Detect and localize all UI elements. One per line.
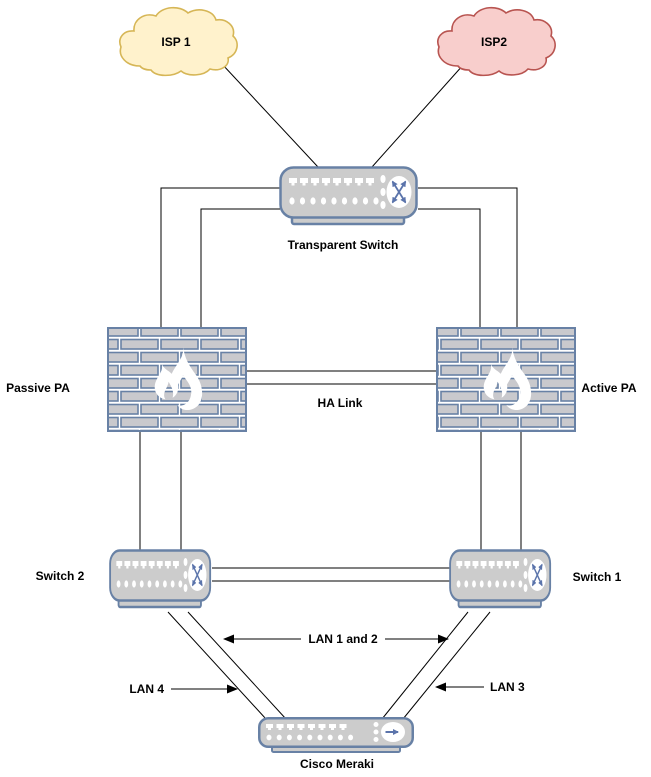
node-label-transparent-switch: Transparent Switch <box>288 238 399 252</box>
node-active-pa: Active PA <box>436 327 637 432</box>
switch-icon <box>281 168 417 225</box>
connection-tswitch-active-pa-inner <box>418 208 481 327</box>
node-label-active-pa: Active PA <box>581 381 636 395</box>
connection-switch2-meraki-a <box>167 611 267 720</box>
node-label-cisco-meraki: Cisco Meraki <box>300 757 374 771</box>
node-passive-pa: Passive PA <box>6 327 247 432</box>
connection-switch2-meraki-b <box>187 611 287 720</box>
cloud-icon <box>119 6 238 77</box>
connection-tswitch-passive-pa-outer <box>160 187 280 327</box>
node-switch2: Switch 2 <box>36 551 211 608</box>
switch-icon <box>110 551 210 608</box>
lan-4-label: LAN 4 <box>129 682 164 696</box>
switch-icon <box>450 551 550 608</box>
connection-isp2-transparent-switch <box>371 63 465 168</box>
connection-tswitch-active-pa-outer <box>418 187 518 327</box>
lan-1-2-label: LAN 1 and 2 <box>308 632 378 646</box>
cloud-icon <box>437 6 556 77</box>
node-transparent-switch: Transparent Switch <box>281 168 417 252</box>
lan-4-annotation: LAN 4 <box>129 682 238 696</box>
node-label-switch1: Switch 1 <box>573 570 622 584</box>
lan-3-label: LAN 3 <box>490 680 525 694</box>
connection-switch1-meraki-a <box>381 611 469 720</box>
node-isp2: ISP2 <box>437 6 556 77</box>
lan-1-2-label-bg <box>301 630 385 647</box>
ha-link-label: HA Link <box>318 396 363 410</box>
connection-isp1-transparent-switch <box>221 63 319 168</box>
node-switch1: Switch 1 <box>450 551 622 608</box>
node-label-isp1: ISP 1 <box>161 35 190 49</box>
node-isp1: ISP 1 <box>119 6 238 77</box>
lan-1-2-annotation: LAN 1 and 2 <box>223 630 449 647</box>
node-label-passive-pa: Passive PA <box>6 381 70 395</box>
connections-layer <box>139 63 522 720</box>
lan-3-annotation: LAN 3 <box>435 680 525 694</box>
node-label-switch2: Switch 2 <box>36 569 85 583</box>
router-icon <box>259 718 413 752</box>
node-label-isp2: ISP2 <box>481 35 507 49</box>
ha-link-label-group: HA Link <box>318 396 363 410</box>
connection-tswitch-passive-pa-inner <box>200 208 280 327</box>
connection-switch1-meraki-b <box>402 611 491 720</box>
node-cisco-meraki: Cisco Meraki <box>259 718 413 771</box>
